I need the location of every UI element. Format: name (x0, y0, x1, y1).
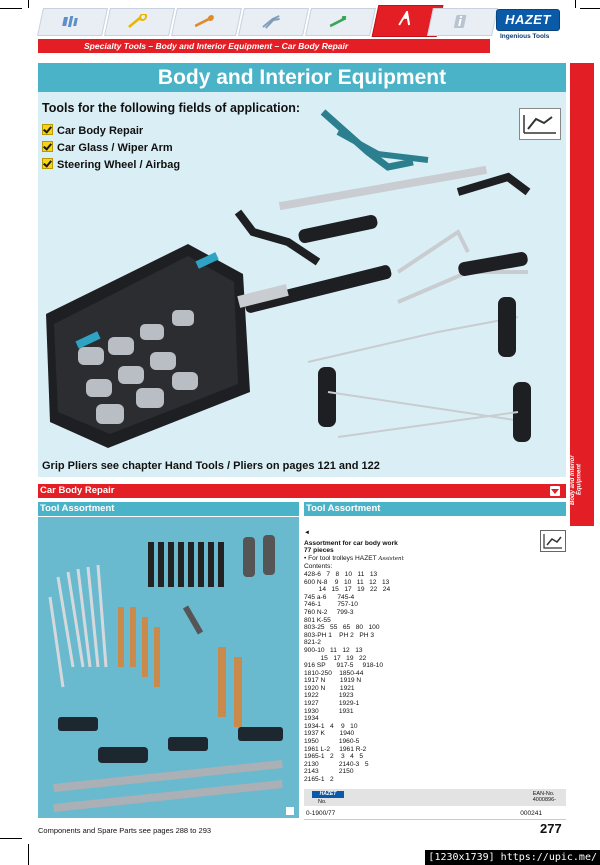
ean-label: EAN-No.4000896- (532, 791, 556, 803)
contents-row: 1961 L-2 1961 R-2 (304, 745, 367, 753)
arrow-down-icon[interactable] (550, 486, 560, 496)
order-ean: 000241 (520, 810, 542, 817)
contents-row: 803-25 55 65 80 100 (304, 624, 380, 632)
contents-row: 900-10 11 12 13 (304, 646, 363, 654)
crop-mark (580, 8, 600, 9)
contents-row: 1934 (304, 715, 319, 723)
wrench-icon (128, 14, 148, 29)
order-number: 0-1900/77 (306, 810, 336, 817)
contents-row: 1937 K 1940 (304, 730, 355, 738)
contents-row: 2130 2140-3 5 (304, 760, 369, 768)
assortment-title-line1: Assortment for car body work (304, 539, 398, 547)
contents-row: 760 N-2 799-3 (304, 608, 354, 616)
page-title: Body and Interior Equipment (38, 63, 566, 92)
tab-workshop-equipment[interactable] (305, 8, 376, 36)
watermark: [1230x1739] https://upic.me/ (425, 850, 600, 865)
crop-mark (28, 844, 29, 865)
breadcrumb: Specialty Tools – Body and Interior Equi… (38, 39, 490, 53)
brand-tagline: Ingenious Tools (500, 33, 550, 40)
contents-row: 1930 1931 (304, 707, 354, 715)
contents-row: 745 a-6 745-4 (304, 593, 355, 601)
contents-row: 1934-1 4 9 10 (304, 722, 358, 730)
car-body-small-icon (540, 530, 566, 552)
contents-row: 916 SP 917-5 918-10 (304, 662, 384, 670)
checkbox-icon (42, 141, 53, 152)
section-heading-car-body-repair: Car Body Repair (38, 484, 566, 498)
pliers-icon (262, 15, 280, 29)
field-item: Steering Wheel / Airbag (42, 158, 180, 171)
assortment-title-line2: 77 pieces (304, 547, 334, 555)
contents-row: 746-1 757-10 (304, 601, 358, 609)
tab-specialty-tools[interactable] (371, 5, 444, 37)
tab-hand-tools[interactable] (37, 8, 108, 36)
tab-pneumatic-tools[interactable] (238, 8, 309, 36)
left-subsection-heading: Tool Assortment (38, 502, 299, 516)
ratchet-icon (194, 15, 214, 28)
field-item: Car Glass / Wiper Arm (42, 141, 173, 154)
crop-mark (0, 8, 22, 9)
hazet-logo: HAZET (496, 9, 560, 31)
contents-row: 803-PH 1 PH 2 PH 3 (304, 631, 374, 639)
contents-row: 14 15 17 19 22 24 (304, 586, 391, 594)
tab-torque-tools[interactable] (171, 8, 242, 36)
tool-assortment-illustration (48, 535, 294, 815)
marker-triangle-icon: ◄ (304, 530, 310, 536)
grip-pliers-note: Grip Pliers see chapter Hand Tools / Pli… (42, 460, 380, 472)
order-no-label: No. (318, 799, 327, 805)
crop-mark (28, 0, 29, 8)
contents-row: 801 K-55 (304, 616, 331, 624)
contents-row: 600 N-8 9 10 11 12 13 (304, 578, 390, 586)
contents-row: 2143 2150 (304, 768, 354, 776)
contents-row: 1917 N 1919 N (304, 677, 362, 685)
contents-row: 1965-1 2 3 4 5 (304, 753, 364, 761)
specialty-tool-icon (398, 11, 411, 26)
crop-mark (575, 0, 576, 8)
clamp-icon (329, 16, 347, 28)
body-repair-tools-illustration (46, 109, 531, 448)
checkbox-icon (42, 158, 53, 169)
field-item: Car Body Repair (42, 124, 143, 137)
contents-row: 15 17 19 22 (304, 654, 367, 662)
right-subsection-heading: Tool Assortment (304, 502, 566, 516)
order-row: 0-1900/77 000241 (304, 808, 566, 820)
page-number: 277 (540, 821, 562, 836)
car-body-icon (519, 108, 561, 140)
fields-heading: Tools for the following fields of applic… (42, 101, 301, 115)
contents-row: 2165-1 2 (304, 776, 334, 783)
side-chapter-tab[interactable] (570, 63, 594, 526)
trolley-note: • For tool trolleys HAZET Assistent (304, 554, 404, 562)
contents-row: 1927 1929-1 (304, 700, 360, 708)
contents-row: 428-6 7 8 10 11 13 (304, 570, 378, 578)
side-chapter-label: Body and Interior Equipment (570, 455, 583, 505)
checkbox-icon (42, 124, 53, 135)
info-icon (453, 15, 467, 28)
assortment-spec: ◄ Assortment for car body work 77 pieces… (304, 530, 514, 784)
tool-assortment-photo (38, 517, 299, 818)
screwdriver-icon (62, 16, 78, 27)
footer-note: Components and Spare Parts see pages 288… (38, 826, 212, 835)
tab-socket-tools[interactable] (104, 8, 175, 36)
contents-row: 1810-250 1850-44 (304, 669, 364, 677)
tab-info[interactable] (427, 8, 498, 36)
hazet-small-logo: HAZET (312, 791, 344, 798)
hero-product-area (38, 92, 566, 477)
contents-row: 1950 1960-5 (304, 738, 360, 746)
contents-row: 1920 N 1921 (304, 684, 355, 692)
contents-label: Contents: (304, 563, 333, 571)
crop-mark (0, 838, 22, 839)
contents-row: 821-2 (304, 639, 321, 647)
contents-row: 1922 1923 (304, 692, 354, 700)
order-table-header: HAZET No. EAN-No.4000896- (304, 789, 566, 806)
